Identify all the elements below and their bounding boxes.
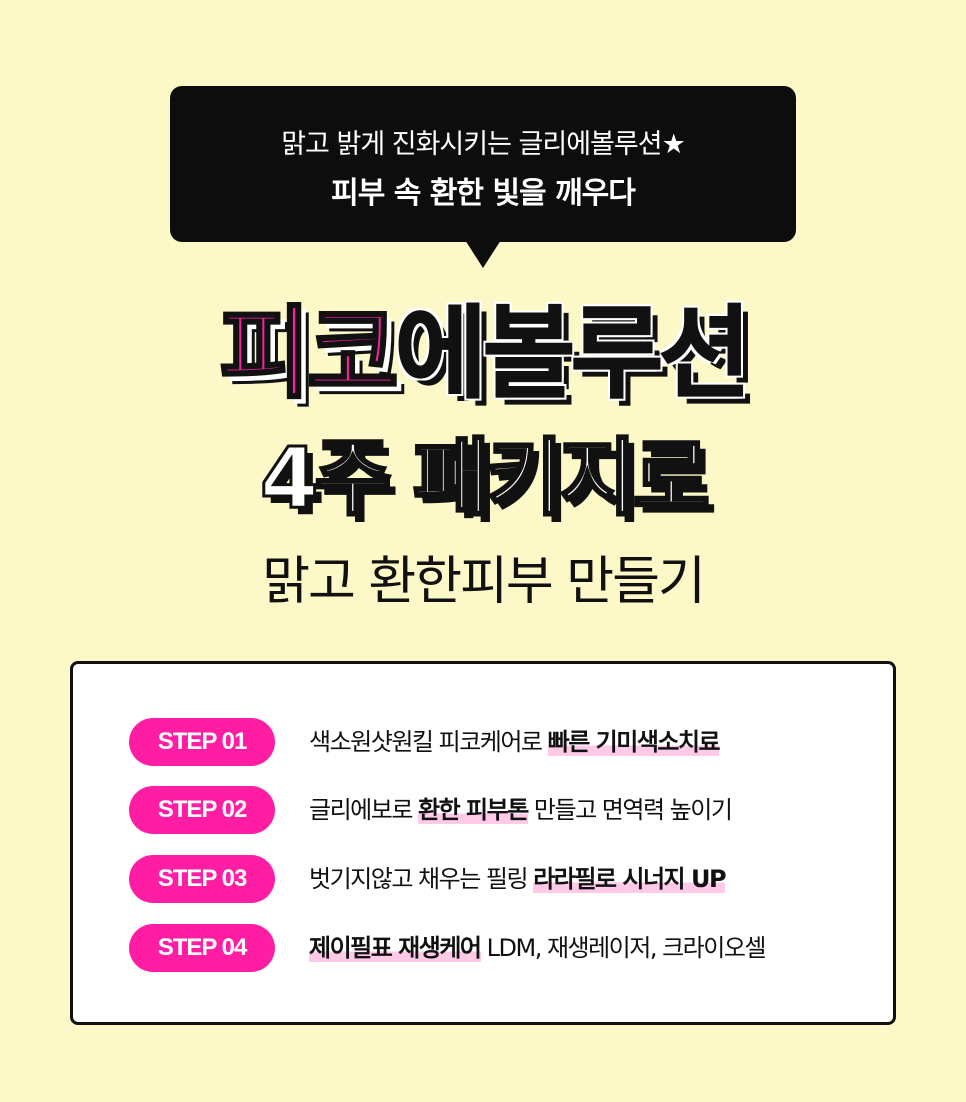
- step-row-2: STEP 02 글리에보로 환한 피부톤 만들고 면역력 높이기: [129, 786, 909, 834]
- step-row-1: STEP 01 색소원샷원킬 피코케어로 빠른 기미색소치료: [129, 718, 909, 766]
- headline-line-1: 피코에볼루션: [0, 302, 966, 405]
- headline-line-2: 4주 패키지로: [258, 429, 711, 527]
- step-badge: STEP 03: [129, 855, 275, 903]
- step-text-highlight: 라라필로 시너지 UP: [533, 865, 727, 893]
- step-badge: STEP 01: [129, 718, 275, 766]
- step-text-highlight: 환한 피부톤: [418, 796, 529, 824]
- step-row-3: STEP 03 벗기지않고 채우는 필링 라라필로 시너지 UP: [129, 855, 909, 903]
- subtitle: 맑고 환한피부 만들기: [262, 552, 706, 612]
- steps-panel: STEP 01 색소원샷원킬 피코케어로 빠른 기미색소치료 STEP 02 글…: [70, 661, 896, 1025]
- headline-black-text: 에볼루션: [394, 295, 752, 412]
- speech-bubble-tail: [465, 240, 501, 268]
- step-text-pre: 색소원샷원킬 피코케어로: [309, 728, 548, 756]
- step-description: 제이필표 재생케어 LDM, 재생레이저, 크라이오셀: [309, 932, 767, 964]
- step-badge: STEP 04: [129, 924, 275, 972]
- step-text-pre: 글리에보로: [309, 796, 419, 824]
- step-description: 벗기지않고 채우는 필링 라라필로 시너지 UP: [309, 863, 727, 895]
- step-text-post: LDM, 재생레이저, 크라이오셀: [480, 934, 767, 962]
- step-row-4: STEP 04 제이필표 재생케어 LDM, 재생레이저, 크라이오셀: [129, 924, 909, 972]
- step-text-pre: 벗기지않고 채우는 필링: [309, 865, 534, 893]
- step-text-highlight: 빠른 기미색소치료: [547, 728, 721, 756]
- speech-bubble: 맑고 밝게 진화시키는 글리에볼루션★ 피부 속 환한 빛을 깨우다: [170, 86, 796, 242]
- step-text-highlight: 제이필표 재생케어: [309, 934, 482, 962]
- bubble-line-2: 피부 속 환한 빛을 깨우다: [331, 176, 636, 211]
- bubble-line-1: 맑고 밝게 진화시키는 글리에볼루션★: [281, 129, 686, 160]
- step-description: 색소원샷원킬 피코케어로 빠른 기미색소치료: [309, 726, 721, 758]
- step-text-post: 만들고 면역력 높이기: [527, 796, 733, 824]
- step-badge: STEP 02: [129, 786, 275, 834]
- headline-pink-text: 피코: [218, 295, 401, 412]
- step-description: 글리에보로 환한 피부톤 만들고 면역력 높이기: [309, 794, 733, 826]
